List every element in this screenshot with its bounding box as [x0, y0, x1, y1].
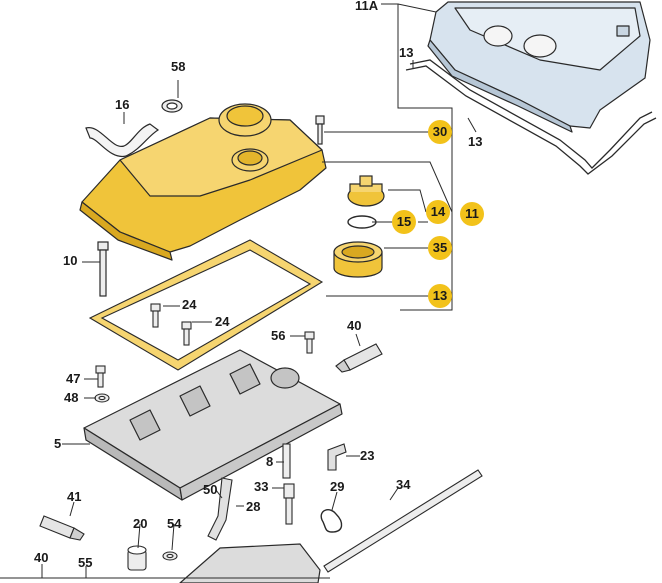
- callout-5: 5: [54, 436, 62, 451]
- callout-13-top: 13: [399, 45, 414, 60]
- callout-40-top: 40: [347, 318, 362, 333]
- callout-56: 56: [271, 328, 286, 343]
- callout-11a: 11A: [355, 0, 379, 13]
- callout-14-badge: 14: [426, 200, 450, 224]
- camshaft-housing-5-illustration: [83, 349, 343, 501]
- gasket-13-yellow-illustration: [88, 239, 324, 371]
- callout-13-right: 13: [468, 134, 483, 149]
- leader-lines: [41, 3, 477, 578]
- valve-cover-yellow-illustration: [79, 103, 327, 261]
- callout-10: 10: [63, 253, 78, 268]
- callout-11-badge: 11: [460, 202, 484, 226]
- bushing-20-illustration: [127, 545, 147, 571]
- callout-41: 41: [67, 489, 82, 504]
- washer-54-illustration: [162, 551, 178, 561]
- bolt-47-illustration: [95, 365, 106, 388]
- breather-hose-16-illustration: [85, 123, 160, 157]
- bolt-56-illustration: [304, 331, 315, 354]
- callout-48: 48: [64, 390, 79, 405]
- lower-housing-illustration: [179, 543, 321, 583]
- callout-35-badge: 35: [428, 236, 452, 260]
- callout-54: 54: [167, 516, 182, 531]
- cap-35-illustration: [333, 241, 383, 278]
- valve-cover-11a-illustration: [427, 1, 651, 133]
- o-ring-29-illustration: [320, 509, 343, 533]
- callout-34: 34: [396, 477, 411, 492]
- callout-58: 58: [171, 59, 186, 74]
- callout-30-badge: 30: [428, 120, 452, 144]
- gasket-13-top-illustration: [405, 59, 657, 175]
- bolt-30-illustration: [315, 115, 325, 145]
- callout-24-b: 24: [215, 314, 230, 329]
- callout-24-a: 24: [182, 297, 197, 312]
- hose-clamp-58-illustration: [161, 99, 183, 113]
- callout-13-badge: 13: [428, 284, 452, 308]
- seal-ring-15-illustration: [347, 215, 377, 229]
- oil-filler-cap-14-illustration: [347, 175, 385, 207]
- callout-29: 29: [330, 479, 345, 494]
- sensor-23-illustration: [327, 443, 347, 471]
- callout-8: 8: [266, 454, 274, 469]
- callout-47: 47: [66, 371, 81, 386]
- callout-40-bottom: 40: [34, 550, 49, 565]
- callout-23: 23: [360, 448, 375, 463]
- valve-33-illustration: [283, 483, 295, 525]
- bracket-50-illustration: [207, 477, 233, 541]
- stud-8-illustration: [282, 443, 291, 479]
- rod-34-illustration: [323, 469, 483, 573]
- callout-28: 28: [246, 499, 261, 514]
- callout-55: 55: [78, 555, 93, 570]
- callout-50: 50: [203, 482, 218, 497]
- sealant-tube-41-illustration: [39, 515, 85, 541]
- callout-20: 20: [133, 516, 148, 531]
- callout-33: 33: [254, 479, 269, 494]
- washer-48-illustration: [94, 393, 110, 403]
- callout-15-badge: 15: [392, 210, 416, 234]
- bolts-24-illustration: [150, 303, 192, 346]
- sealant-tube-40-top-illustration: [335, 343, 383, 373]
- long-bolt-10-illustration: [97, 241, 109, 297]
- callout-16: 16: [115, 97, 130, 112]
